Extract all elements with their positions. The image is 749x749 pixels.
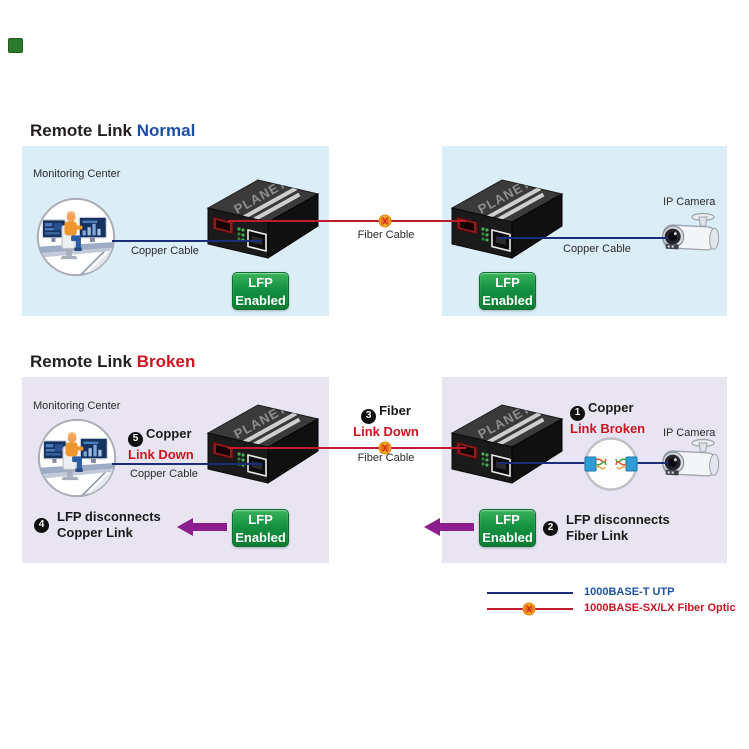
- media-converter-icon: [202, 395, 322, 487]
- step-2-lfp-disconnects-fiber: 2 LFP disconnects Fiber Link: [543, 512, 670, 544]
- lfp-badge-line2: Enabled: [235, 293, 286, 308]
- copper-cable-label: Copper Cable: [131, 245, 199, 257]
- copper-cable-label: Copper Cable: [130, 468, 198, 480]
- lfp-badge-line2: Enabled: [482, 530, 533, 545]
- left-arrow-icon: [424, 517, 474, 537]
- copper-cable-line: [498, 462, 668, 464]
- lfp-enabled-badge: LFP Enabled: [479, 509, 536, 547]
- fiber-cable-label: Fiber Cable: [357, 229, 415, 241]
- media-converter-icon: [446, 395, 566, 487]
- fiber-connector-icon: [522, 602, 536, 616]
- step-number-icon: 3: [361, 408, 377, 424]
- copper-cable-line: [498, 237, 668, 239]
- left-arrow-icon: [177, 517, 227, 537]
- fiber-cable-label: Fiber Cable: [357, 452, 415, 464]
- copper-cable-line: [112, 240, 262, 242]
- title-status-broken: Broken: [136, 352, 196, 371]
- lfp-badge-line1: LFP: [248, 512, 273, 527]
- title-text: Remote Link: [30, 121, 133, 140]
- media-converter-icon: [446, 170, 566, 262]
- section-title-broken: Remote Link Broken: [30, 352, 195, 372]
- lfp-badge-line1: LFP: [495, 512, 520, 527]
- legend-fiber-label: 1000BASE-SX/LX Fiber Optic: [584, 602, 736, 614]
- copper-cable-label: Copper Cable: [563, 243, 631, 255]
- lfp-badge-line1: LFP: [248, 275, 273, 290]
- fiber-cable-line: [228, 447, 466, 449]
- fiber-cable-line: [228, 220, 466, 222]
- step-number-icon: 2: [543, 520, 558, 536]
- step-number-icon: 5: [128, 431, 143, 447]
- green-square: [8, 38, 23, 53]
- lfp-badge-line2: Enabled: [482, 293, 533, 308]
- lfp-enabled-badge: LFP Enabled: [479, 272, 536, 310]
- copper-cable-line: [112, 463, 262, 465]
- fiber-connector-icon: [378, 214, 392, 228]
- lfp-badge-line2: Enabled: [235, 530, 286, 545]
- legend-utp-label: 1000BASE-T UTP: [584, 586, 675, 598]
- lfp-enabled-badge: LFP Enabled: [232, 272, 289, 310]
- ip-camera-label: IP Camera: [663, 196, 716, 208]
- title-status-normal: Normal: [136, 121, 196, 140]
- monitoring-center-label: Monitoring Center: [33, 400, 121, 412]
- media-converter-icon: [202, 170, 322, 262]
- monitoring-center-label: Monitoring Center: [33, 168, 121, 180]
- step-number-icon: 1: [570, 405, 585, 421]
- ip-camera-icon: [658, 209, 726, 261]
- ip-camera-label: IP Camera: [663, 427, 716, 439]
- step-4-lfp-disconnects-copper: 4 LFP disconnects Copper Link: [34, 509, 161, 541]
- monitoring-center-icon: [35, 196, 117, 278]
- ip-camera-icon: [658, 435, 726, 487]
- section-title-normal: Remote Link Normal: [30, 121, 195, 141]
- legend-utp-line: [487, 592, 573, 594]
- broken-copper-link-icon: [580, 436, 642, 494]
- title-text: Remote Link: [30, 352, 133, 371]
- lfp-badge-line1: LFP: [495, 275, 520, 290]
- step-number-icon: 4: [34, 517, 49, 533]
- lfp-enabled-badge: LFP Enabled: [232, 509, 289, 547]
- monitoring-center-icon: [36, 417, 118, 499]
